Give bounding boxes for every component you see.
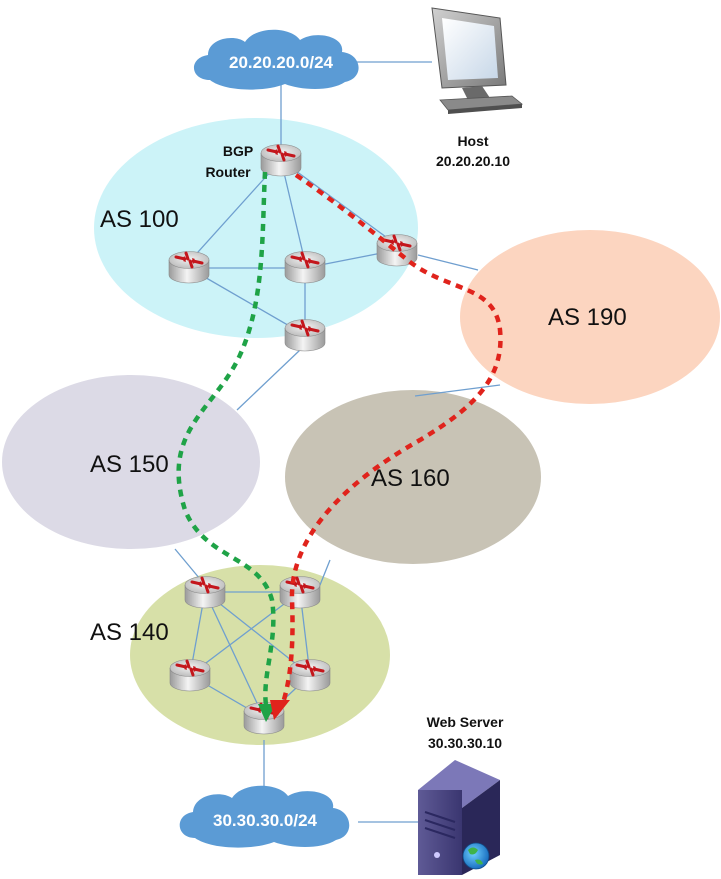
- green-route-path: [176, 171, 276, 706]
- as-190-region: [460, 230, 720, 404]
- as-190-label: AS 190: [548, 304, 627, 331]
- router-icon: [283, 318, 327, 353]
- web-server-ip: 30.30.30.10: [428, 735, 502, 751]
- as-150-label: AS 150: [90, 451, 169, 478]
- web-server-title: Web Server: [427, 714, 504, 730]
- router-icon: [167, 250, 211, 285]
- green-route-arrowhead: [258, 704, 276, 722]
- router-icon: [183, 575, 227, 610]
- cloud-top-label: 20.20.20.0/24: [229, 53, 334, 72]
- router-icon: [288, 658, 332, 693]
- red-route-arrowhead: [270, 700, 290, 720]
- cloud-20-20-20-0-24: 20.20.20.0/24: [193, 29, 359, 90]
- as-160-region: [285, 390, 541, 564]
- router-icon: [283, 250, 327, 285]
- router-icon: [168, 658, 212, 693]
- router-icon: [278, 575, 322, 610]
- cloud-bottom-label: 30.30.30.0/24: [213, 811, 318, 830]
- bgp-router-label-line1: BGP: [223, 143, 253, 159]
- host-title: Host: [457, 133, 488, 149]
- cloud-30-30-30-0-24: 30.30.30.0/24: [179, 785, 350, 848]
- as-100-region: [94, 118, 418, 338]
- globe-icon: [462, 842, 490, 870]
- host-ip: 20.20.20.10: [436, 153, 510, 169]
- web-server: [418, 760, 500, 875]
- as-100-label: AS 100: [100, 206, 179, 233]
- bgp-router-icon: [259, 143, 303, 178]
- red-route-path: [280, 173, 503, 704]
- as-140-label: AS 140: [90, 619, 169, 646]
- as-140-region: [130, 565, 390, 745]
- bgp-router-label-line2: Router: [205, 164, 251, 180]
- host-computer: [431, 7, 524, 114]
- as-160-label: AS 160: [371, 465, 450, 492]
